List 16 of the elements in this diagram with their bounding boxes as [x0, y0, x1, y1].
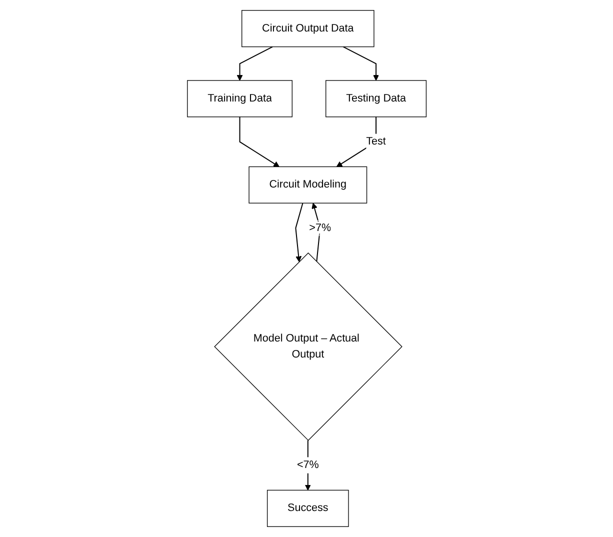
node-box: Success — [266, 490, 349, 527]
node-box: Testing Data — [325, 80, 426, 118]
arrow — [336, 116, 376, 167]
node-box: Circuit Modeling — [248, 166, 367, 204]
edge-label: Test — [366, 136, 386, 148]
node-box: Training Data — [186, 80, 292, 118]
arrow — [294, 202, 303, 262]
arrow — [238, 116, 280, 167]
edge-label: >7% — [308, 222, 331, 234]
arrow — [236, 46, 272, 81]
arrow — [342, 46, 379, 81]
node-diamond: Model Output – Actual Output — [214, 252, 402, 441]
arrow — [311, 202, 320, 262]
arrow — [304, 440, 311, 490]
edge-label: <7% — [296, 459, 319, 471]
node-box: Circuit Output Data — [241, 10, 374, 48]
